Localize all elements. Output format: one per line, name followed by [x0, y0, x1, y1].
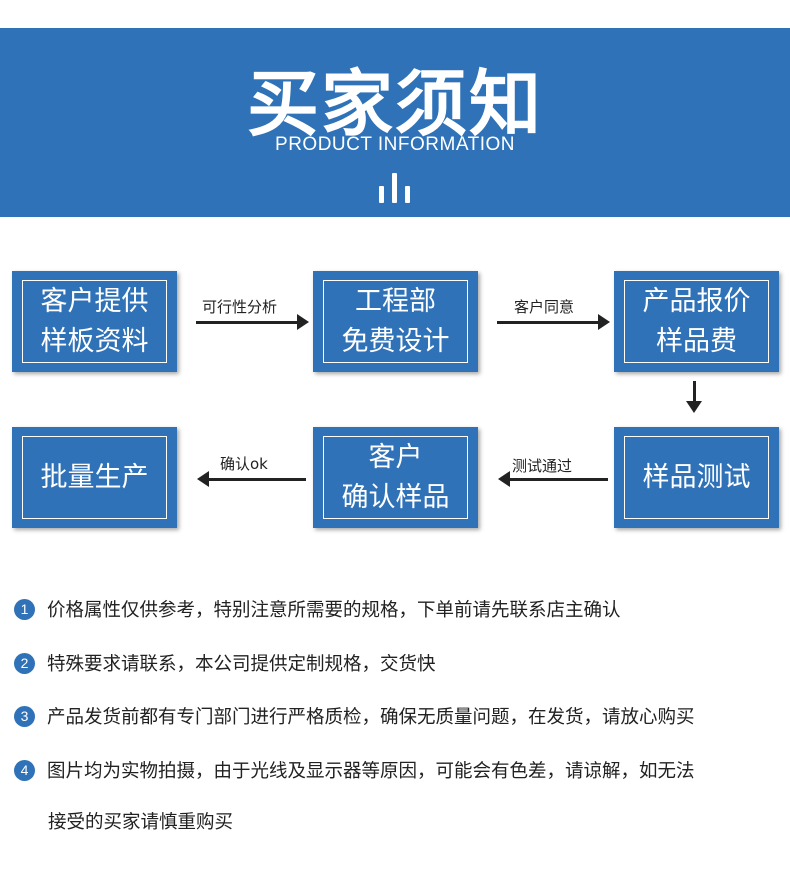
arrow-label-feasibility: 可行性分析	[202, 298, 278, 316]
flow-step-line: 工程部	[355, 285, 436, 317]
number-badge-icon: 2	[14, 652, 35, 674]
arrow-label-customer-agree: 客户同意	[514, 298, 575, 316]
number-badge-icon: 3	[14, 705, 35, 727]
bar-chart-icon	[377, 171, 413, 203]
arrow-right-icon	[196, 314, 309, 330]
page-subtitle: PRODUCT INFORMATION	[275, 134, 515, 155]
flow-step-line: 批量生产	[40, 461, 149, 493]
flow-step-sample-testing: 样品测试	[614, 427, 779, 528]
number-badge-icon: 4	[14, 759, 35, 781]
arrow-down-icon	[686, 381, 702, 413]
flow-step-provide-samples: 客户提供 样板资料	[12, 271, 177, 372]
flow-step-customer-confirm: 客户 确认样品	[313, 427, 478, 528]
flow-step-line: 客户	[368, 441, 423, 473]
flow-step-line: 样板资料	[40, 325, 149, 357]
arrow-label-test-passed: 测试通过	[512, 457, 573, 475]
arrow-left-icon	[498, 471, 608, 487]
notice-item: 2 特殊要求请联系，本公司提供定制规格，交货快	[14, 648, 436, 678]
flow-step-mass-production: 批量生产	[12, 427, 177, 528]
flow-step-line: 样品测试	[642, 461, 751, 493]
flow-step-line: 产品报价	[642, 285, 751, 317]
notice-text: 特殊要求请联系，本公司提供定制规格，交货快	[47, 654, 436, 675]
flow-step-quote-sample-fee: 产品报价 样品费	[614, 271, 779, 372]
notice-text: 产品发货前都有专门部门进行严格质检，确保无质量问题，在发货，请放心购买	[47, 707, 695, 728]
notice-text: 价格属性仅供参考，特别注意所需要的规格，下单前请先联系店主确认	[47, 600, 621, 621]
arrow-right-icon	[497, 314, 610, 330]
flow-step-line: 免费设计	[341, 325, 450, 357]
header-banner: 买家须知 PRODUCT INFORMATION	[0, 28, 790, 217]
notice-item: 3 产品发货前都有专门部门进行严格质检，确保无质量问题，在发货，请放心购买	[14, 701, 695, 731]
flow-step-line: 确认样品	[341, 481, 450, 513]
notice-item: 1 价格属性仅供参考，特别注意所需要的规格，下单前请先联系店主确认	[14, 594, 621, 624]
notice-item: 4 图片均为实物拍摄，由于光线及显示器等原因，可能会有色差，请谅解，如无法	[14, 755, 695, 785]
flow-step-line: 样品费	[656, 325, 737, 357]
flow-step-engineering-design: 工程部 免费设计	[313, 271, 478, 372]
page-title: 买家须知	[246, 62, 543, 146]
notice-text-continuation: 接受的买家请慎重购买	[48, 812, 234, 833]
arrow-label-confirm-ok: 确认ok	[220, 455, 268, 473]
flow-step-line: 客户提供	[40, 285, 149, 317]
notice-text: 图片均为实物拍摄，由于光线及显示器等原因，可能会有色差，请谅解，如无法	[47, 761, 695, 782]
arrow-left-icon	[197, 471, 306, 487]
number-badge-icon: 1	[14, 598, 35, 620]
